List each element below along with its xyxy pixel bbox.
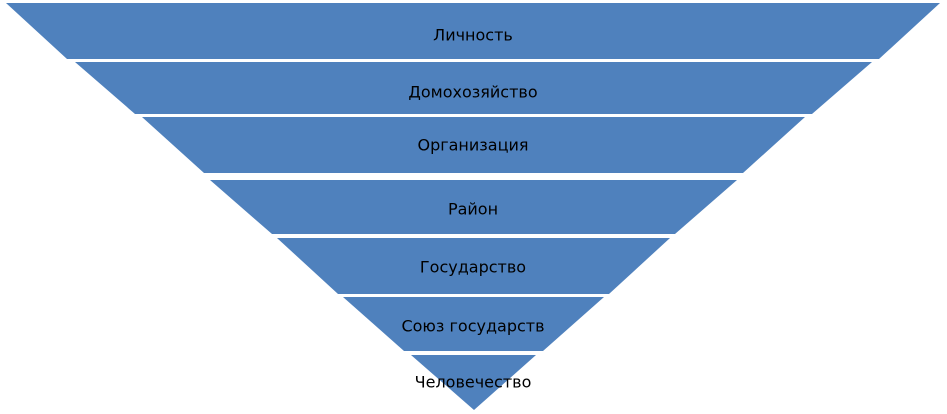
tier-7: Человечество [411,355,536,410]
tier-6: Союз государств [343,297,604,351]
tier-1: Личность [6,3,940,59]
tier-4: Район [210,180,737,234]
tier-2-label: Домохозяйство [408,83,537,102]
tier-7-label: Человечество [415,373,532,392]
tier-7-shape [411,355,536,410]
tier-1-label: Личность [433,26,513,45]
tier-5: Государство [277,238,670,294]
tier-2: Домохозяйство [75,62,872,114]
tier-2-shape [75,62,872,114]
tier-3-label: Организация [417,136,528,155]
tier-5-label: Государство [420,258,526,277]
tier-3-shape [142,117,805,173]
tier-5-shape [277,238,670,294]
tier-1-shape [6,3,940,59]
tier-6-shape [343,297,604,351]
tier-4-shape [210,180,737,234]
tier-6-label: Союз государств [401,317,544,336]
tier-4-label: Район [448,200,498,219]
tier-3: Организация [142,117,805,173]
